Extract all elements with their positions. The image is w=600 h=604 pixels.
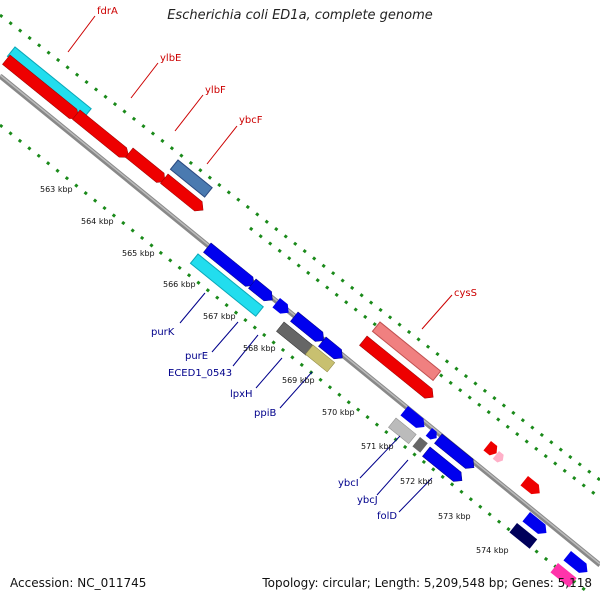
- red-label-callouts: [67, 15, 453, 330]
- label-fdrA: fdrA: [97, 6, 118, 17]
- gene-ylbF-b[interactable]: [160, 173, 206, 215]
- kbp-label: 571 kbp: [361, 442, 394, 451]
- kbp-label: 567 kbp: [203, 312, 236, 321]
- label-ylbF: ylbF: [205, 85, 226, 96]
- label-ppiB: ppiB: [254, 408, 276, 419]
- kbp-label: 565 kbp: [122, 249, 155, 258]
- gene-ylbE-b[interactable]: [72, 109, 132, 162]
- label-lpxH: lpxH: [230, 389, 253, 400]
- gene-purK-blue[interactable]: [203, 242, 257, 290]
- kbp-label: 574 kbp: [476, 546, 509, 555]
- gene-folD-upper[interactable]: [434, 433, 477, 472]
- gene-ybcJ[interactable]: [412, 437, 428, 453]
- kbp-label: 570 kbp: [322, 408, 355, 417]
- kbp-label: 564 kbp: [81, 217, 114, 226]
- map-title: Escherichia coli ED1a, complete genome: [167, 8, 433, 23]
- label-ybcF: ybcF: [239, 115, 263, 126]
- label-folD: folD: [377, 511, 397, 522]
- kbp-label: 566 kbp: [163, 280, 196, 289]
- accession-text: Accession: NC_011745: [10, 576, 147, 590]
- mid-dotted-track: [249, 226, 600, 500]
- gene-eced-small[interactable]: [272, 298, 292, 317]
- label-ylbE: ylbE: [160, 53, 181, 64]
- gene-small-red-1[interactable]: [483, 441, 500, 458]
- blue-label-callouts: [179, 292, 433, 513]
- gene-575-blue[interactable]: [563, 551, 591, 577]
- gene-small-red-2[interactable]: [520, 476, 543, 498]
- label-ybcI: ybcI: [338, 478, 359, 489]
- genome-summary-text: Topology: circular; Length: 5,209,548 bp…: [262, 576, 592, 590]
- gene-fdrA[interactable]: [6, 46, 92, 119]
- gene-eced-b[interactable]: [318, 336, 346, 363]
- label-purK: purK: [151, 327, 175, 338]
- gene-575-magenta[interactable]: [550, 563, 577, 588]
- gene-eced[interactable]: [290, 311, 327, 345]
- gene-570-blue[interactable]: [400, 406, 428, 432]
- label-purE: purE: [185, 351, 208, 362]
- gene-ybcI[interactable]: [388, 417, 417, 445]
- gene-purE[interactable]: [248, 278, 276, 305]
- gene-ybcF[interactable]: [169, 159, 213, 198]
- gene-folD[interactable]: [422, 446, 465, 485]
- kbp-label: 569 kbp: [282, 376, 315, 385]
- gene-ybcJ-small[interactable]: [425, 428, 440, 442]
- gene-small-pink-1[interactable]: [492, 451, 506, 464]
- outer-dotted-track: [0, 13, 600, 482]
- gene-cysS[interactable]: [371, 321, 442, 382]
- kbp-label: 572 kbp: [400, 477, 433, 486]
- inner-dotted-track: [0, 123, 586, 592]
- kbp-label: 573 kbp: [438, 512, 471, 521]
- label-ybcJ: ybcJ: [357, 495, 378, 506]
- label-eced: ECED1_0543: [168, 368, 232, 379]
- gene-574-navy[interactable]: [509, 523, 538, 549]
- gene-ylbF[interactable]: [125, 147, 168, 186]
- gene-573-blue[interactable]: [522, 512, 550, 538]
- label-cysS: cysS: [454, 288, 477, 299]
- gene-cysS-red[interactable]: [359, 335, 436, 402]
- kbp-label: 568 kbp: [243, 344, 276, 353]
- kbp-label: 563 kbp: [40, 185, 73, 194]
- gene-ppiB[interactable]: [305, 344, 336, 373]
- gene-purK[interactable]: [189, 253, 264, 317]
